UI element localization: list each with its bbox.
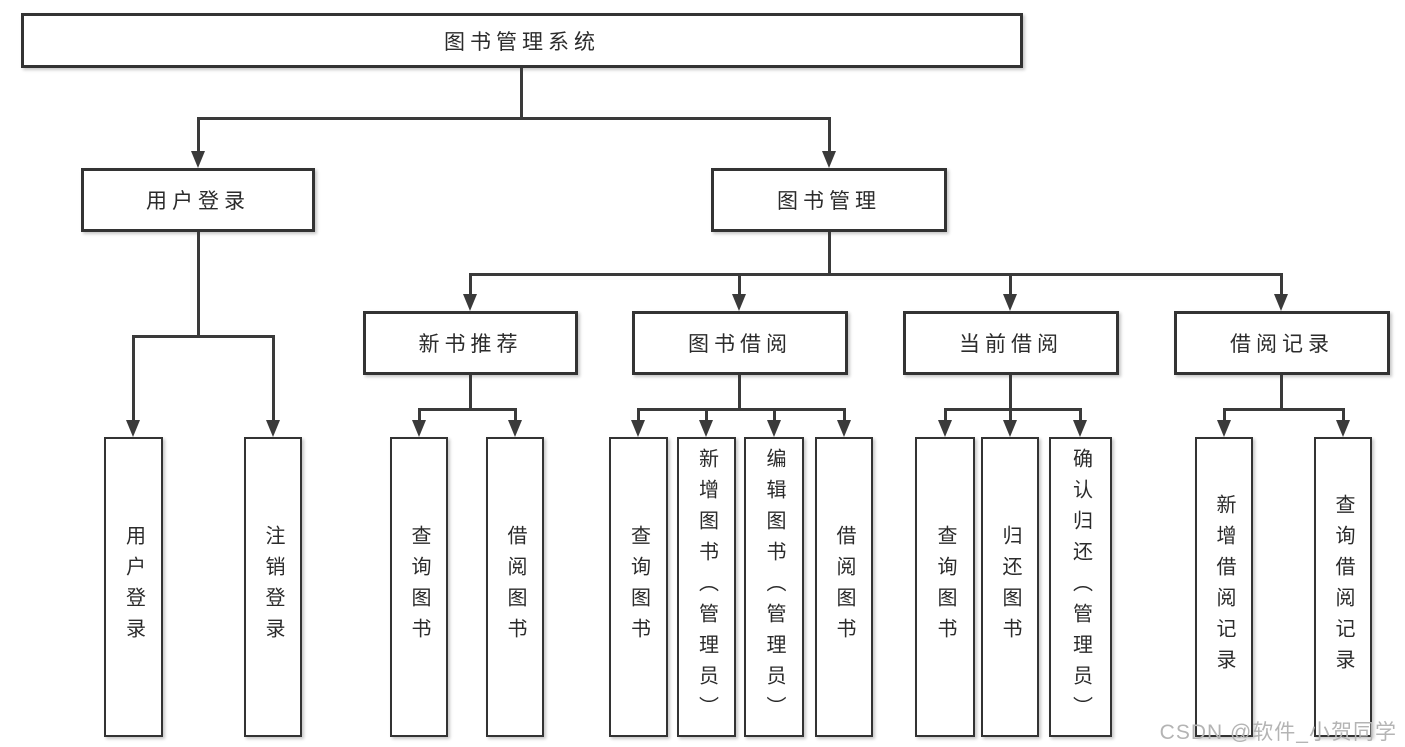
connector-records-branch: [1223, 408, 1344, 411]
connector-leaf: [1223, 408, 1226, 422]
leaf-query-books-current: 查询图书: [915, 437, 975, 737]
node-book-borrowing: 图书借阅: [632, 311, 848, 375]
leaf-user-login: 用户登录: [104, 437, 163, 737]
connector-to-leaf-user-login: [132, 335, 135, 421]
connector-leaf: [637, 408, 640, 422]
arrow-down-icon: [699, 420, 713, 437]
arrow-down-icon: [1003, 294, 1017, 311]
arrow-down-icon: [822, 151, 836, 168]
connector-to-book-borrowing: [738, 273, 741, 296]
arrow-down-icon: [1217, 420, 1231, 437]
connector-recommend-branch: [418, 408, 516, 411]
leaf-borrow-book-recommend: 借阅图书: [486, 437, 544, 737]
leaf-borrow-book: 借阅图书: [815, 437, 873, 737]
arrow-down-icon: [767, 420, 781, 437]
connector-root-branch: [197, 117, 831, 120]
connector-to-user-login: [197, 117, 200, 153]
leaf-add-borrow-record: 新增借阅记录: [1195, 437, 1253, 737]
node-library-management-system: 图书管理系统: [21, 13, 1023, 68]
arrow-down-icon: [732, 294, 746, 311]
connector-to-new-book-recommend: [469, 273, 472, 296]
leaf-logout-login: 注销登录: [244, 437, 302, 737]
connector-leaf: [944, 408, 947, 422]
connector-records-stem: [1280, 375, 1283, 408]
arrow-down-icon: [1274, 294, 1288, 311]
connector-leaf: [843, 408, 846, 422]
connector-login-stem: [197, 232, 200, 335]
csdn-watermark: CSDN @软件_小贺同学: [1159, 721, 1397, 744]
connector-management-branch: [469, 273, 1282, 276]
leaf-query-books-recommend: 查询图书: [390, 437, 448, 737]
connector-leaf: [773, 408, 776, 422]
node-book-management: 图书管理: [711, 168, 947, 232]
node-current-borrowing: 当前借阅: [903, 311, 1119, 375]
connector-to-book-management: [828, 117, 831, 153]
arrow-down-icon: [837, 420, 851, 437]
arrow-down-icon: [631, 420, 645, 437]
arrow-down-icon: [1073, 420, 1087, 437]
connector-to-borrowing-records: [1280, 273, 1283, 296]
connector-current-stem: [1009, 375, 1012, 408]
arrow-down-icon: [1336, 420, 1350, 437]
arrow-down-icon: [938, 420, 952, 437]
connector-leaf: [514, 408, 517, 422]
node-user-login: 用户登录: [81, 168, 315, 232]
node-new-book-recommend: 新书推荐: [363, 311, 578, 375]
connector-recommend-stem: [469, 375, 472, 408]
connector-leaf: [1009, 408, 1012, 422]
connector-leaf: [1079, 408, 1082, 422]
arrow-down-icon: [191, 151, 205, 168]
leaf-query-books-borrowing: 查询图书: [609, 437, 668, 737]
connector-borrowing-branch: [637, 408, 845, 411]
arrow-down-icon: [412, 420, 426, 437]
connector-leaf: [705, 408, 708, 422]
connector-root-stem: [520, 68, 523, 117]
leaf-add-book-admin: 新增图书（管理员）: [677, 437, 736, 737]
connector-to-leaf-logout: [272, 335, 275, 421]
arrow-down-icon: [463, 294, 477, 311]
arrow-down-icon: [266, 420, 280, 437]
arrow-down-icon: [126, 420, 140, 437]
leaf-confirm-return-admin: 确认归还（管理员）: [1049, 437, 1112, 737]
leaf-edit-book-admin: 编辑图书（管理员）: [744, 437, 804, 737]
leaf-return-book: 归还图书: [981, 437, 1039, 737]
arrow-down-icon: [508, 420, 522, 437]
connector-current-branch: [944, 408, 1081, 411]
arrow-down-icon: [1003, 420, 1017, 437]
connector-login-branch: [132, 335, 275, 338]
connector-borrowing-stem: [738, 375, 741, 408]
connector-leaf: [418, 408, 421, 422]
connector-leaf: [1342, 408, 1345, 422]
connector-management-stem: [828, 232, 831, 273]
connector-to-current-borrowing: [1009, 273, 1012, 296]
node-borrowing-records: 借阅记录: [1174, 311, 1390, 375]
leaf-query-borrow-record: 查询借阅记录: [1314, 437, 1372, 737]
